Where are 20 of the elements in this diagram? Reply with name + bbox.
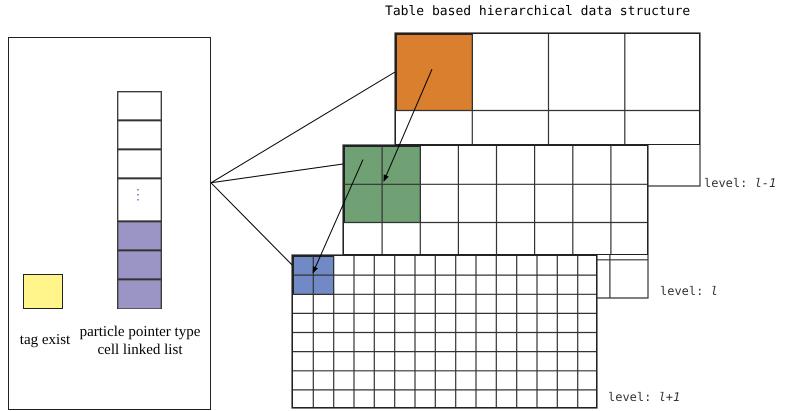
list-label: particle pointer type cell linked list [78, 323, 202, 359]
level-label: level: l [660, 283, 718, 300]
level-label: level: l+1 [608, 389, 680, 406]
connector-line [210, 182, 292, 266]
linked-list-column [117, 91, 162, 309]
level-label: level: l-1 [704, 175, 776, 192]
highlighted-block [344, 146, 421, 223]
ellipsis-mark: ⋮ [131, 188, 145, 204]
highlighted-cell [396, 34, 473, 111]
panel-box [8, 37, 211, 410]
grid-table [343, 145, 648, 255]
arrow [383, 68, 432, 182]
grid-table [292, 255, 597, 408]
diagram-title: Table based hierarchical data structure [385, 4, 690, 19]
swatch-square [23, 274, 63, 309]
connector-line [210, 164, 344, 184]
grid-table [395, 33, 700, 145]
arrow [312, 159, 364, 274]
tag-label: tag exist [18, 331, 72, 349]
connector-line [210, 72, 396, 184]
